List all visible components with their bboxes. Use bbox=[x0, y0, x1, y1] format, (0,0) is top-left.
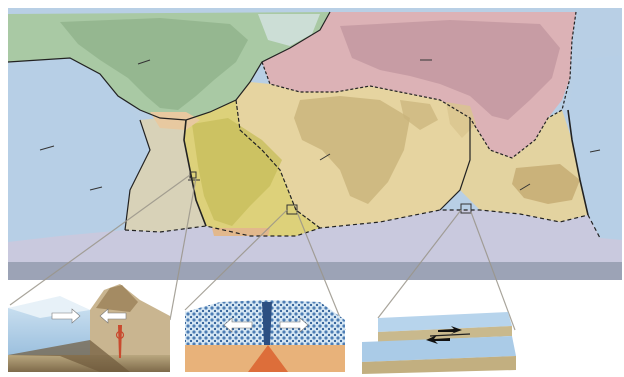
nazca-plate bbox=[125, 118, 206, 232]
arabia-landmass bbox=[400, 100, 438, 130]
pacific-plate bbox=[8, 58, 150, 242]
inset1-slab bbox=[8, 340, 130, 372]
north-america-landmass bbox=[60, 18, 248, 110]
inset1-arrow-right bbox=[99, 308, 127, 324]
eurasia-landmass bbox=[340, 20, 560, 120]
inset-divergent-boundary bbox=[185, 300, 345, 372]
inset-transform-boundary bbox=[362, 312, 516, 374]
inset3-back-block-side bbox=[378, 326, 512, 342]
inset3-front-block-side bbox=[362, 356, 516, 374]
inset2-arrow-left bbox=[223, 317, 253, 333]
inset2-rift bbox=[262, 302, 272, 345]
inset1-mountain bbox=[96, 285, 138, 312]
india-landmass bbox=[446, 102, 476, 138]
pacific-plate-east bbox=[568, 55, 622, 240]
inset2-arrow-right bbox=[279, 317, 309, 333]
plate-boundaries bbox=[7, 11, 601, 239]
inset1-magma bbox=[118, 325, 122, 358]
inset1-ocean-top bbox=[8, 296, 90, 318]
inset1-magma-chamber bbox=[115, 330, 125, 340]
world-map bbox=[7, 8, 622, 280]
plate-motion-arrows bbox=[39, 59, 601, 191]
scotia-plate bbox=[212, 228, 270, 236]
map-bottom-band bbox=[8, 262, 622, 280]
zoom-marker-2 bbox=[286, 204, 298, 215]
caribbean-plate bbox=[150, 112, 200, 130]
inset3-arrow-right bbox=[438, 326, 462, 334]
greenland bbox=[258, 14, 320, 46]
antarctic-plate bbox=[8, 210, 622, 262]
inset3-fault-line bbox=[429, 333, 471, 337]
inset-convergent-boundary bbox=[8, 284, 170, 372]
south-america-landmass bbox=[192, 118, 282, 226]
inset3-back-block-top bbox=[378, 312, 512, 332]
zoom-marker-3 bbox=[460, 203, 472, 214]
zoom-lines bbox=[9, 174, 516, 331]
australia-landmass bbox=[512, 164, 580, 204]
inset3-arrow-left bbox=[426, 335, 450, 344]
inset2-upwelling bbox=[248, 345, 288, 372]
inset3-front-block-top bbox=[362, 336, 516, 362]
inset1-arrow-left bbox=[51, 308, 81, 324]
africa-landmass bbox=[294, 96, 410, 204]
